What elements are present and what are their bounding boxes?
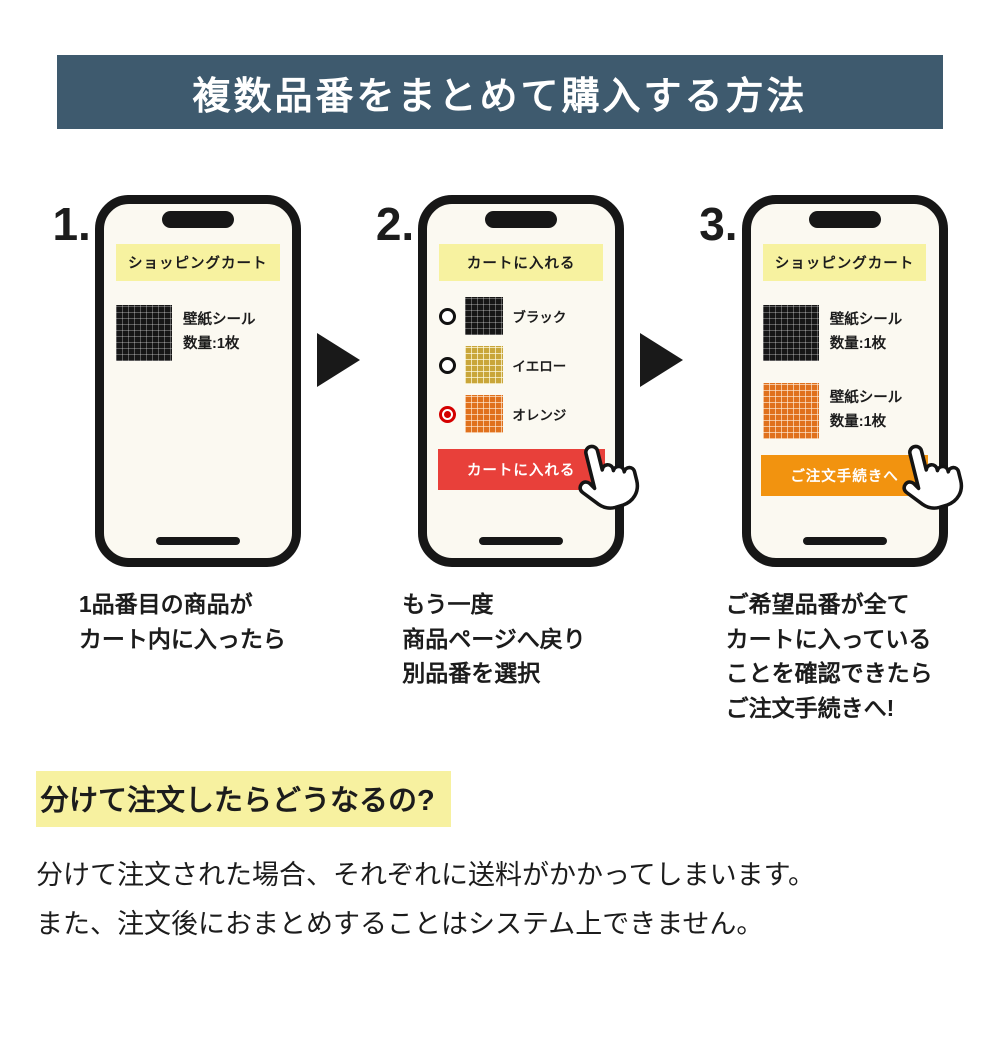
step-3-number: 3.: [699, 198, 738, 250]
caption-line: ことを確認できたら: [725, 660, 933, 686]
caption-line: 別品番を選択: [402, 660, 541, 686]
phone-notch: [485, 211, 558, 228]
product-qty: 数量:1枚: [829, 336, 887, 352]
cart-item: 壁紙シール 数量:1枚: [762, 305, 927, 361]
option-yellow[interactable]: イエロー: [439, 346, 603, 384]
product-info: 壁紙シール 数量:1枚: [830, 387, 903, 435]
option-label: イエロー: [512, 359, 567, 374]
faq-heading: 分けて注文したらどうなるの?: [36, 771, 451, 827]
phone-step-1: ショッピングカート 壁紙シール 数量:1枚: [94, 195, 301, 567]
product-qty: 数量:1枚: [183, 336, 240, 352]
caption-line: カートに入っている: [725, 625, 932, 652]
orange-grid-swatch: [762, 383, 819, 439]
caption-line: カート内に入ったら: [78, 625, 286, 652]
cart-header-1: ショッピングカート: [116, 244, 280, 281]
radio-button-orange-selected[interactable]: [439, 405, 457, 423]
product-name: 壁紙シール: [829, 312, 903, 329]
option-black[interactable]: ブラック: [439, 297, 603, 335]
step-2-caption: もう一度 商品ページへ戻り 別品番を選択: [402, 587, 624, 691]
caption-line: ご希望品番が全て: [725, 591, 910, 617]
option-label: オレンジ: [512, 408, 567, 423]
option-orange[interactable]: オレンジ: [439, 395, 603, 433]
phone-step-3: ショッピングカート 壁紙シール 数量:1枚 壁紙シール 数量:1枚 ご注文手続き…: [741, 195, 963, 567]
phone-home-indicator: [802, 537, 887, 545]
phone-home-indicator: [479, 537, 564, 545]
radio-button-black[interactable]: [439, 307, 457, 325]
phone-step-2: カートに入れる ブラック イエロー オレンジ: [418, 195, 640, 567]
orange-grid-swatch: [465, 395, 504, 433]
cart-item: 壁紙シール 数量:1枚: [116, 305, 280, 361]
faq-section: 分けて注文したらどうなるの? 分けて注文された場合、それぞれに送料がかかってしま…: [36, 771, 1000, 948]
product-info: 壁紙シール 数量:1枚: [830, 309, 903, 357]
product-name: 壁紙シール: [183, 312, 256, 329]
phone-notch: [808, 211, 881, 228]
steps-row: 1. ショッピングカート 壁紙シール 数量:1枚 1品番目の商品が カート内に入…: [0, 195, 1000, 725]
faq-body: 分けて注文された場合、それぞれに送料がかかってしまいます。 また、注文後におまと…: [36, 851, 1000, 948]
phone-home-indicator: [155, 537, 240, 545]
step-3-caption: ご希望品番が全て カートに入っている ことを確認できたら ご注文手続きへ!: [726, 587, 948, 725]
add-to-cart-button[interactable]: カートに入れる: [437, 449, 605, 490]
product-info: 壁紙シール 数量:1枚: [183, 309, 256, 357]
checkout-button[interactable]: ご注文手続きへ: [760, 455, 929, 496]
arrow-right-icon: [316, 333, 360, 387]
caption-line: 商品ページへ戻り: [402, 625, 586, 652]
product-qty: 数量:1枚: [829, 414, 887, 430]
page-title: 複数品番をまとめて購入する方法: [192, 75, 808, 118]
phone-notch: [161, 211, 234, 228]
step-1: 1. ショッピングカート 壁紙シール 数量:1枚 1品番目の商品が カート内に入…: [52, 195, 301, 656]
radio-button-yellow[interactable]: [439, 356, 457, 374]
arrow-right-icon: [640, 333, 684, 387]
color-options: ブラック イエロー オレンジ: [439, 297, 603, 433]
step-3: 3. ショッピングカート 壁紙シール 数量:1枚 壁紙シール 数量:1枚: [699, 195, 963, 725]
cart-item: 壁紙シール 数量:1枚: [762, 383, 927, 439]
caption-line: ご注文手続きへ!: [725, 694, 895, 721]
add-to-cart-header: カートに入れる: [439, 244, 603, 281]
step-1-caption: 1品番目の商品が カート内に入ったら: [79, 587, 301, 656]
black-grid-swatch: [116, 305, 173, 361]
black-grid-swatch: [762, 305, 819, 361]
product-name: 壁紙シール: [829, 390, 903, 407]
title-banner: 複数品番をまとめて購入する方法: [57, 55, 943, 129]
caption-line: もう一度: [402, 591, 494, 617]
caption-line: 1品番目の商品が: [78, 591, 253, 617]
yellow-grid-swatch: [465, 346, 504, 384]
black-grid-swatch: [465, 297, 504, 335]
option-label: ブラック: [512, 310, 567, 325]
faq-body-line: 分けて注文された場合、それぞれに送料がかかってしまいます。: [36, 860, 815, 890]
faq-body-line: また、注文後におまとめすることはシステム上できません。: [36, 908, 764, 939]
step-1-number: 1.: [52, 198, 91, 250]
step-2: 2. カートに入れる ブラック イエロー: [375, 195, 640, 691]
cart-header-3: ショッピングカート: [762, 244, 927, 281]
step-2-number: 2.: [375, 198, 415, 250]
